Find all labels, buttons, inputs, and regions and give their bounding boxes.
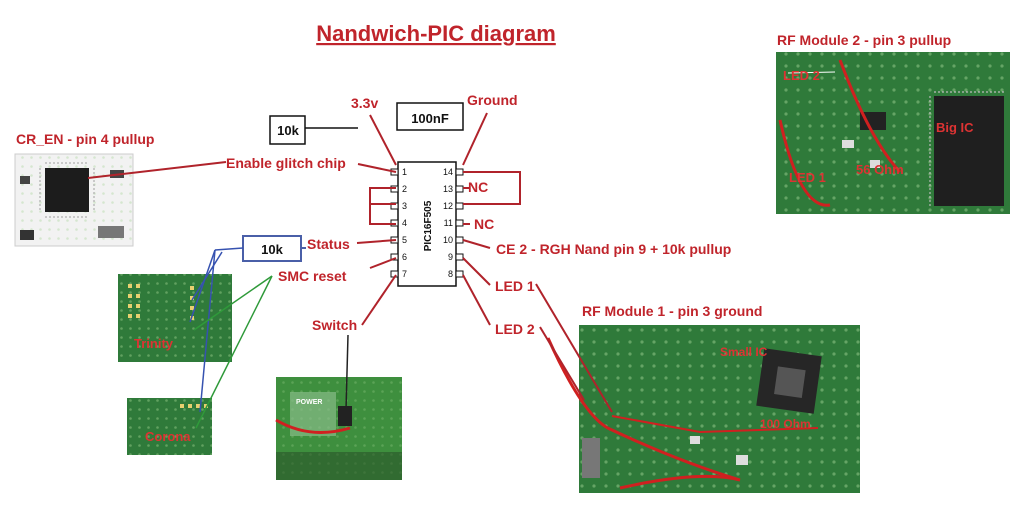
chip-pin-number-11: 11	[444, 218, 453, 228]
chip-pin-number-1: 1	[402, 167, 407, 177]
chip-pin-number-12: 12	[443, 201, 453, 211]
chip-pin-number-14: 14	[443, 167, 453, 177]
chip-pin-11	[455, 219, 464, 227]
resistor-top-label: 10k	[277, 123, 299, 138]
diagram-title: Nandwich-PIC diagram	[316, 21, 556, 46]
resistor-top-box	[269, 115, 306, 145]
chip-pin-number-9: 9	[448, 252, 453, 262]
corona-note: Corona	[145, 429, 191, 444]
trinity-note: Trinity	[134, 336, 174, 351]
label-switch: Switch	[312, 317, 357, 333]
chip-pin-14	[455, 168, 464, 176]
chip-pin-number-5: 5	[402, 235, 407, 245]
chip-pin-13	[455, 185, 464, 193]
chip-pin-12	[455, 202, 464, 210]
trinity-photo	[118, 274, 232, 362]
chip-pin-number-10: 10	[443, 235, 453, 245]
label-led1: LED 1	[495, 278, 535, 294]
chip-right-pins: 14 13 12 11 10 9 8	[443, 167, 464, 279]
label-ground: Ground	[467, 92, 518, 108]
label-led2: LED 2	[495, 321, 535, 337]
label-nc-2: NC	[474, 216, 494, 232]
chip-pin-number-3: 3	[402, 201, 407, 211]
resistor-status-label: 10k	[261, 242, 283, 257]
cr-en-caption: CR_EN - pin 4 pullup	[16, 131, 154, 147]
capacitor-box	[396, 102, 464, 131]
chip-pin-9	[455, 253, 464, 261]
switch-photo	[275, 377, 402, 480]
rf1-photo	[546, 325, 860, 493]
switch-wire	[345, 334, 349, 411]
rf2-note-big-ic: Big IC	[936, 120, 974, 135]
pin-wires	[356, 112, 521, 326]
switch-note-power: POWER	[296, 399, 322, 406]
pic-chip: PIC16F505	[397, 161, 457, 287]
rf2-note-led1: LED 1	[789, 170, 826, 185]
rf1-note-100ohm: 100 Ohm	[760, 417, 811, 431]
label-ce2: CE 2 - RGH Nand pin 9 + 10k pullup	[496, 241, 731, 257]
rf2-note-led2: LED 2	[783, 68, 820, 83]
corona-photo	[127, 398, 212, 455]
capacitor-label: 100nF	[411, 111, 449, 126]
chip-pin-number-6: 6	[402, 252, 407, 262]
label-smc-reset: SMC reset	[278, 268, 347, 284]
rf1-note-small-ic: Small IC	[720, 345, 768, 359]
chip-pin-8	[455, 270, 464, 278]
chip-pin-number-2: 2	[402, 184, 407, 194]
rf1-led1-wire	[535, 283, 613, 413]
chip-pin-number-8: 8	[448, 269, 453, 279]
rf2-photo	[776, 52, 1010, 214]
chip-pin-6	[390, 253, 399, 261]
label-status: Status	[307, 236, 350, 252]
label-enable-glitch: Enable glitch chip	[226, 155, 346, 171]
chip-pin-10	[455, 236, 464, 244]
label-3v3: 3.3v	[351, 95, 378, 111]
chip-pin-number-13: 13	[443, 184, 453, 194]
chip-name: PIC16F505	[423, 200, 434, 251]
status-traces	[189, 247, 273, 429]
rf1-caption: RF Module 1 - pin 3 ground	[582, 303, 762, 319]
rf2-caption: RF Module 2 - pin 3 pullup	[777, 32, 951, 48]
label-nc-1: NC	[468, 179, 488, 195]
rf1-led2-wire	[539, 326, 585, 401]
chip-pin-number-7: 7	[402, 269, 407, 279]
rf2-note-56ohm: 56 Ohm	[856, 162, 904, 177]
chip-pin-number-4: 4	[402, 218, 407, 228]
cr-en-photo	[14, 153, 134, 247]
cr-en-wire	[87, 161, 227, 179]
